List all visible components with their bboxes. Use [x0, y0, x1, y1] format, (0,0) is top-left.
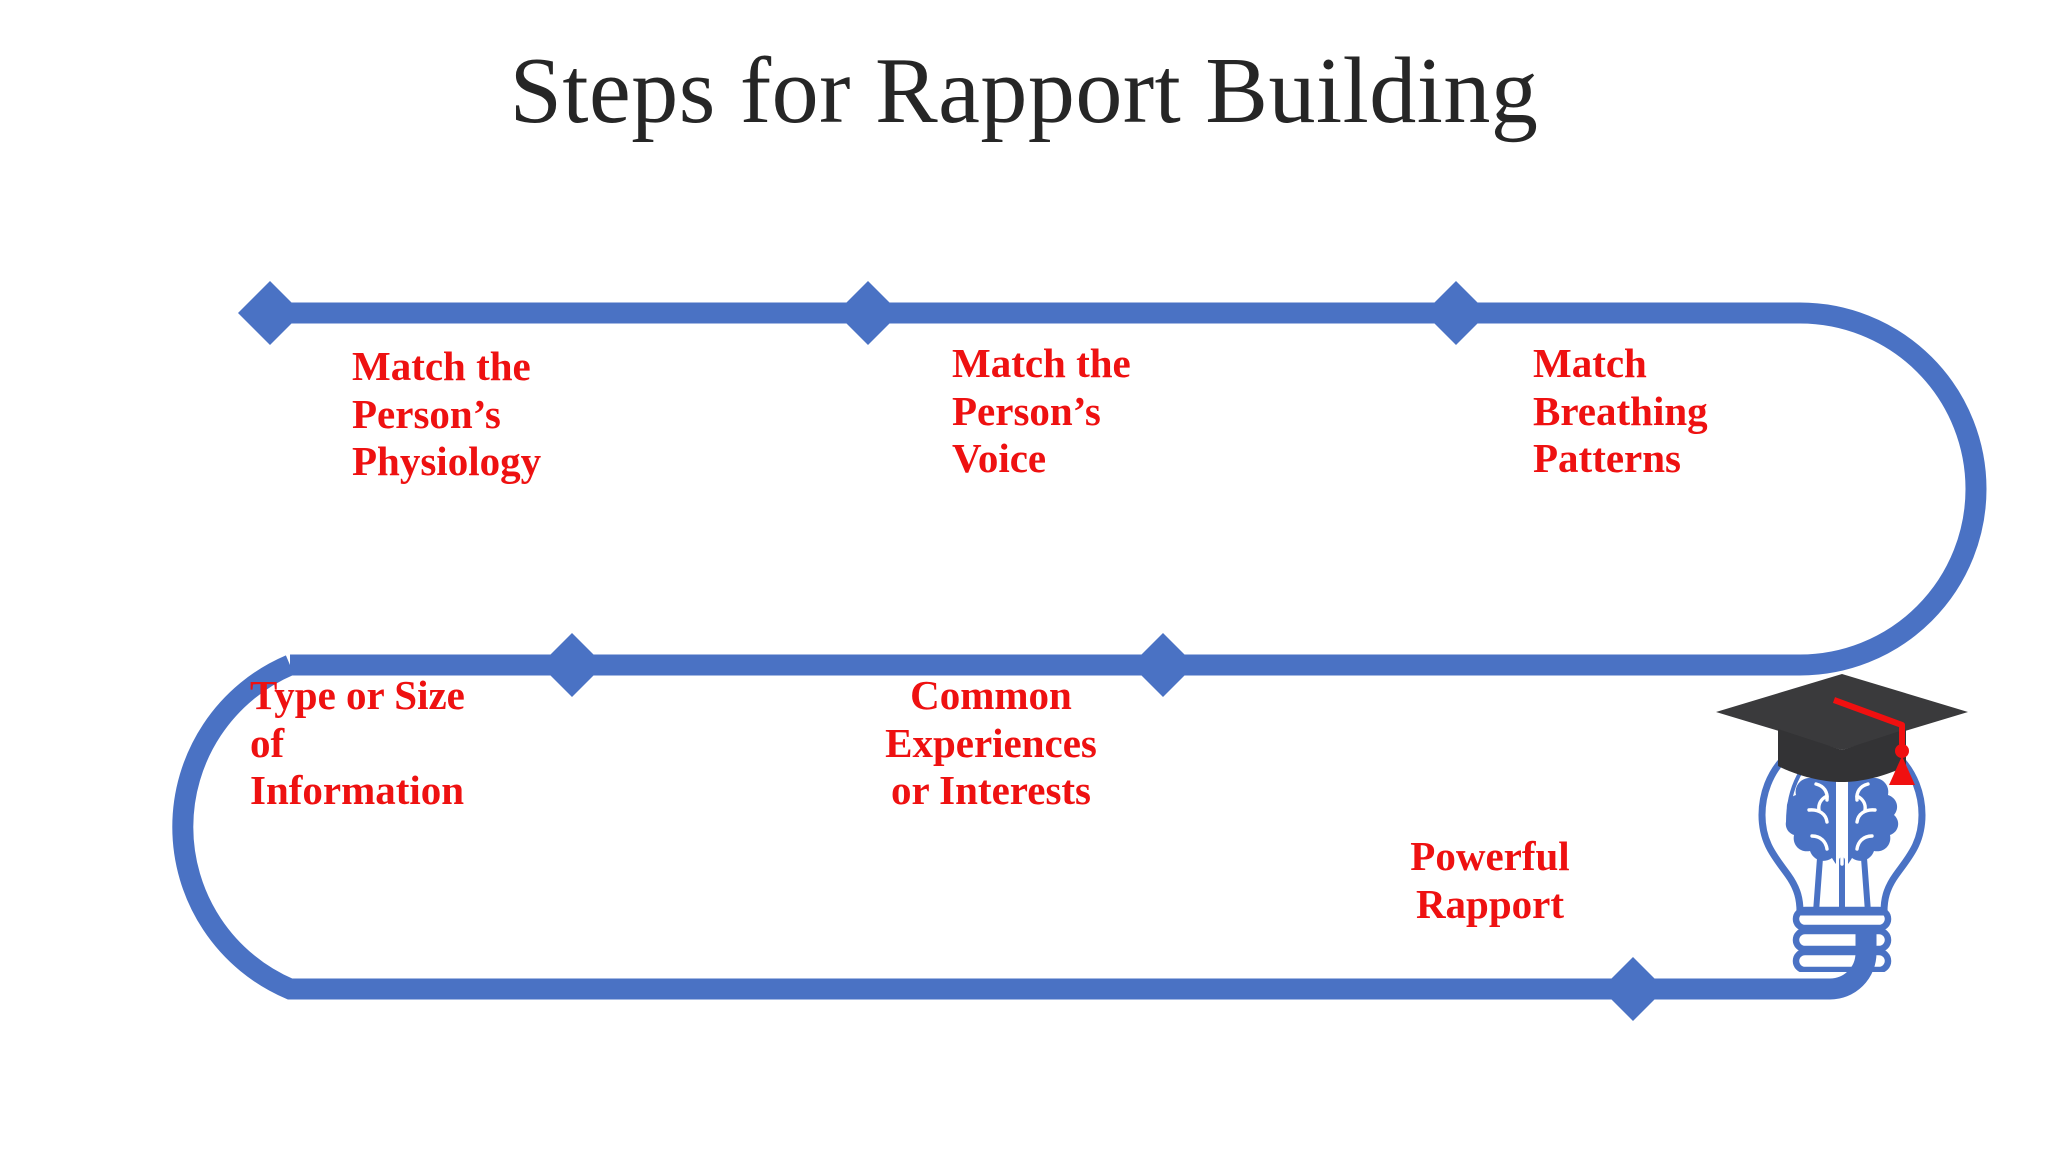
diamond-marker-1: [238, 281, 302, 345]
step-label-5: Common Experiences or Interests: [885, 672, 1097, 814]
step-label-1: Match the Person’s Physiology: [352, 343, 542, 485]
step-label-6: Powerful Rapport: [1410, 833, 1570, 927]
lightbulb-brain-graduation-icon: [1716, 674, 1968, 972]
graduation-cap-body: [1778, 729, 1906, 782]
diamond-marker-3: [1424, 281, 1488, 345]
step-label-2: Match the Person’s Voice: [952, 340, 1131, 482]
bulb-screw-base: [1792, 906, 1892, 972]
tassel-knot: [1895, 744, 1909, 758]
tassel-skirt: [1889, 756, 1915, 785]
step-label-3: Match Breathing Patterns: [1533, 340, 1708, 482]
tassel-cord: [1832, 697, 1905, 746]
page-title: Steps for Rapport Building: [509, 39, 1539, 143]
graduation-cap-board: [1716, 674, 1968, 750]
diamond-marker-2: [836, 281, 900, 345]
bulb-filament: [1813, 855, 1871, 915]
brain-sulci: [1807, 771, 1877, 866]
diamond-marker-6: [1601, 957, 1665, 1021]
step-label-4: Type or Size of Information: [250, 672, 465, 814]
